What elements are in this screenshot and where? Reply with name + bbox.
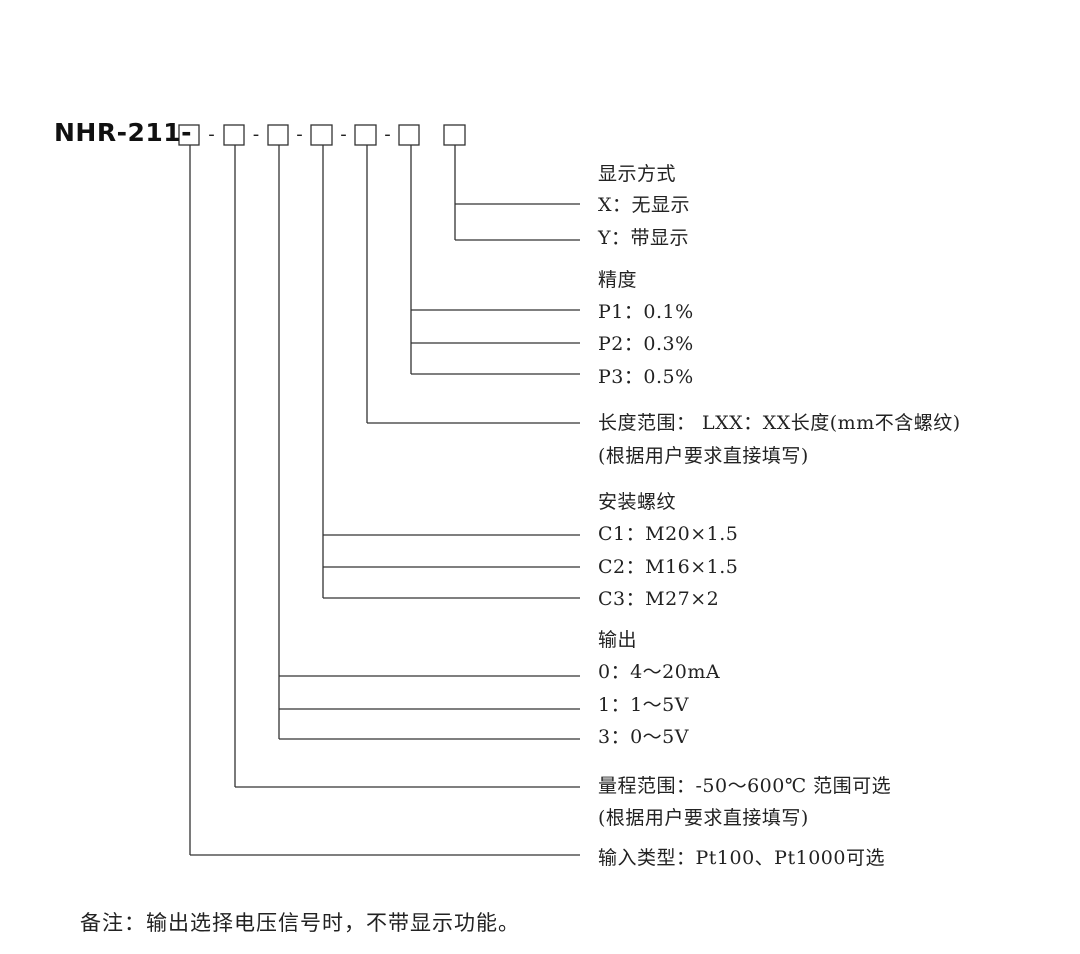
length-range-line2: (根据用户要求直接填写) <box>598 445 809 467</box>
output-option-0: 0：4～20mA <box>598 661 721 683</box>
accuracy-option-p2: P2：0.3% <box>598 333 694 355</box>
separator-5: - <box>384 124 391 145</box>
output-option-3: 3：0～5V <box>598 726 689 748</box>
measure-range-line2: (根据用户要求直接填写) <box>598 807 809 829</box>
separator-1: - <box>208 124 215 145</box>
code-box-5 <box>354 124 377 146</box>
input-type-line1: 输入类型：Pt100、Pt1000可选 <box>598 847 885 869</box>
mount-thread-option-c2: C2：M16×1.5 <box>598 556 739 578</box>
separator-4: - <box>340 124 347 145</box>
accuracy-option-p1: P1：0.1% <box>598 301 694 323</box>
display-mode-title: 显示方式 <box>598 163 677 185</box>
code-box-1 <box>178 124 200 146</box>
output-option-1: 1：1～5V <box>598 694 689 716</box>
display-mode-option-x: X：无显示 <box>598 194 691 216</box>
mount-thread-option-c3: C3：M27×2 <box>598 588 720 610</box>
display-mode-option-y: Y：带显示 <box>598 227 690 249</box>
accuracy-option-p3: P3：0.5% <box>598 366 694 388</box>
mount-thread-title: 安装螺纹 <box>598 491 677 513</box>
code-box-2 <box>223 124 245 146</box>
remark-note: 备注：输出选择电压信号时，不带显示功能。 <box>80 911 520 935</box>
mount-thread-option-c1: C1：M20×1.5 <box>598 523 739 545</box>
code-box-7 <box>443 124 466 146</box>
code-box-4 <box>310 124 333 146</box>
length-range-line1: 长度范围： LXX：XX长度(mm不含螺纹) <box>598 412 961 434</box>
separator-3: - <box>296 124 303 145</box>
model-prefix: NHR-211- <box>54 118 193 147</box>
output-title: 输出 <box>598 629 638 651</box>
code-box-3 <box>267 124 289 146</box>
measure-range-line1: 量程范围：-50～600℃ 范围可选 <box>598 775 892 797</box>
accuracy-title: 精度 <box>598 269 638 291</box>
code-box-6 <box>398 124 420 146</box>
separator-2: - <box>253 124 260 145</box>
